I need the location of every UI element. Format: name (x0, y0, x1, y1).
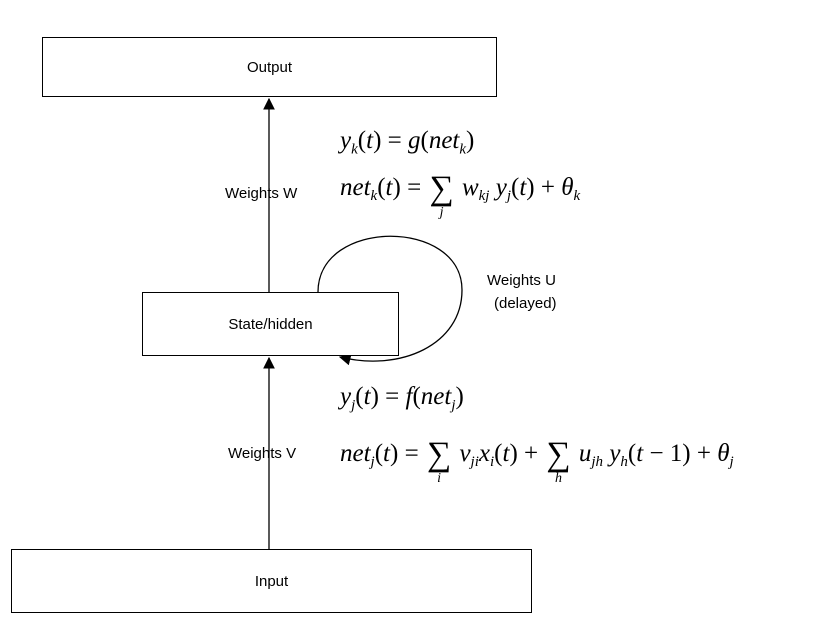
recurrent-loop-arrow (317, 235, 463, 366)
weights-w-label: Weights W (225, 185, 298, 202)
output-node: Output (42, 37, 497, 97)
equation-output-activation: yk(t) = g(netk) (340, 127, 475, 158)
weights-u-delayed-label: (delayed) (494, 295, 557, 312)
weights-u-label: Weights U (487, 272, 556, 289)
hidden-node: State/hidden (142, 292, 399, 356)
summation-symbol: ∑i (426, 436, 452, 486)
summation-symbol: ∑j (429, 170, 454, 220)
output-node-label: Output (246, 58, 293, 76)
hidden-node-label: State/hidden (228, 315, 313, 333)
equation-output-net: netk(t) = ∑j wkj yj(t) + θk (340, 170, 581, 220)
equation-hidden-net: netj(t) = ∑i vjixi(t) + ∑h ujh yh(t − 1)… (340, 436, 734, 486)
weights-v-label: Weights V (228, 445, 297, 462)
input-node: Input (11, 549, 532, 613)
summation-symbol: ∑h (546, 436, 571, 486)
input-node-label: Input (254, 572, 289, 590)
equation-hidden-activation: yj(t) = f(netj) (340, 383, 464, 414)
